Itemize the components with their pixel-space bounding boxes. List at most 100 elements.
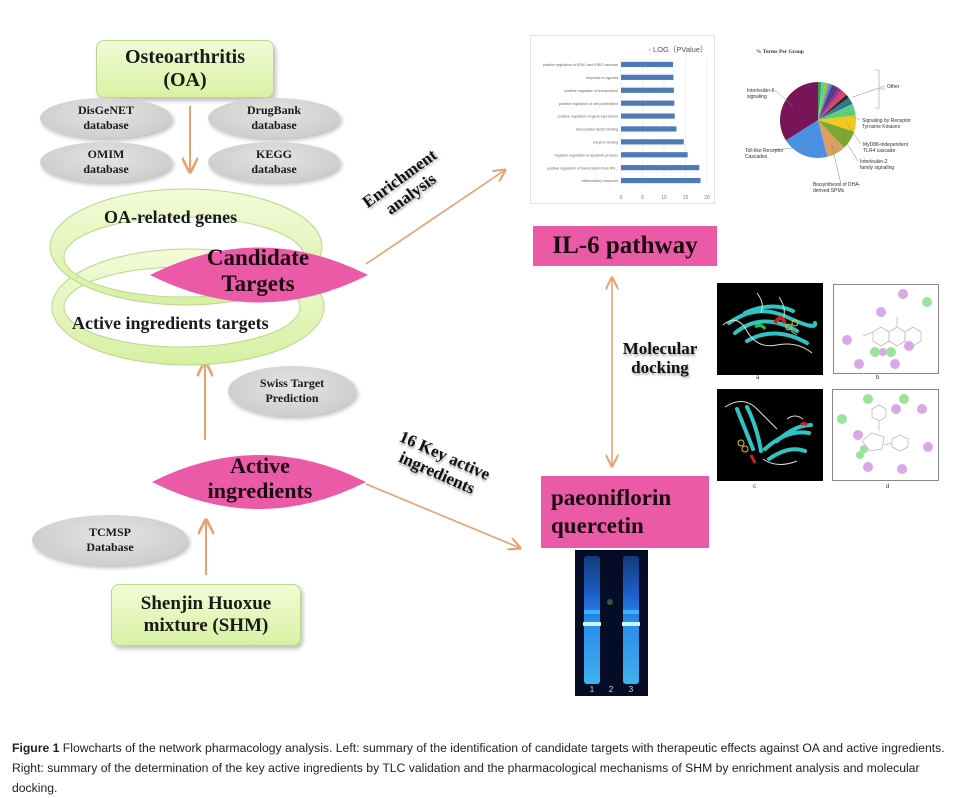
bar-chart-category-label: positive regulation of transcription	[564, 89, 618, 93]
pie-legend-label: Other	[887, 84, 900, 90]
pie-callout-line	[841, 135, 859, 162]
db-type: database	[251, 162, 297, 176]
pie-slice	[818, 94, 849, 120]
docking-label-c: c	[753, 484, 756, 490]
pie-chart-title: % Terms Per Group	[756, 49, 804, 55]
figure-label: Figure 1	[12, 741, 60, 755]
pie-slice	[818, 83, 832, 120]
bar-chart-category-label: transcription factor binding	[576, 128, 618, 132]
pie-other-bracket	[875, 69, 885, 109]
shm-line2: mixture (SHM)	[143, 615, 269, 636]
db-type: database	[251, 118, 297, 132]
bar-chart-x-tick: 10	[661, 195, 667, 201]
bar-chart-bar	[621, 74, 674, 80]
tlc-lane-label-1: 1	[590, 685, 595, 694]
tlc-lane-2-spot	[607, 599, 613, 605]
candidate-targets-shape	[150, 247, 368, 303]
pie-slice	[818, 120, 845, 157]
oa-related-genes-label: OA-related genes	[104, 207, 238, 227]
pie-slice	[818, 115, 856, 132]
tlc-lane-1	[584, 556, 600, 684]
db-name: KEGG	[255, 147, 292, 161]
pie-slice	[818, 100, 853, 120]
swiss-line1: Swiss Target	[259, 376, 325, 390]
docking-panel-c	[717, 389, 823, 481]
bar-chart-x-tick: 20	[704, 195, 710, 201]
pie-slice	[818, 87, 842, 120]
tlc-plate: 1 2 3	[575, 550, 648, 696]
bar-chart-x-tick: 0	[620, 195, 623, 201]
ingredients-line1: Active	[230, 453, 290, 478]
pie-callout-line	[852, 85, 886, 98]
pie-slice	[818, 82, 826, 120]
bar-chart-category-label: negative regulation of apoptotic process	[554, 153, 618, 157]
compound-quercetin: quercetin	[551, 513, 644, 538]
bar-chart-bar	[621, 139, 684, 145]
il6-label: IL-6 pathway	[552, 232, 698, 259]
figure-caption: Figure 1 Flowcharts of the network pharm…	[12, 738, 958, 798]
pie-slice	[780, 82, 818, 141]
pie-slice	[818, 92, 847, 120]
docking-line1: Molecular	[622, 339, 698, 358]
pie-slice	[818, 97, 851, 120]
docking-line2: docking	[631, 357, 689, 377]
bar-chart-bar	[621, 87, 674, 93]
shm-line1: Shenjin Huoxue	[140, 593, 272, 615]
bar-chart-x-tick: 5	[641, 195, 644, 201]
docking-label-d: d	[886, 484, 890, 490]
docking-panel-d	[832, 389, 939, 481]
candidate-line1: Candidate	[206, 245, 310, 270]
docking-panel-a	[717, 283, 823, 375]
active-ingredient-targets-ring	[51, 248, 325, 366]
bar-chart-bar	[621, 165, 700, 171]
bar-chart-category-label: positive regulation of gene expression	[558, 115, 618, 119]
db-type: database	[83, 162, 129, 176]
pie-callout-line	[831, 144, 842, 185]
oa-line1: Osteoarthritis	[125, 46, 245, 68]
ingredients-line2: ingredients	[207, 477, 313, 503]
docking-panel-b	[833, 284, 939, 374]
bar-chart-category-label: response to hypoxia	[586, 76, 618, 80]
tlc-lane-3	[623, 556, 639, 684]
bar-chart-category-label: positive regulation of cell proliferatio…	[559, 102, 618, 106]
pie-slice	[818, 82, 829, 120]
db-name: DisGeNET	[77, 103, 134, 117]
bar-chart-bar	[621, 113, 675, 119]
pie-slice	[785, 120, 828, 158]
bar-chart-x-tick: 15	[683, 195, 689, 201]
db-name: OMIM	[87, 147, 125, 161]
bar-chart-category-label: positive regulation of ERK1 and ERK2 cas…	[543, 63, 618, 67]
bar-chart-category-label: enzyme binding	[593, 140, 618, 144]
swiss-line2: Prediction	[265, 391, 319, 405]
pie-slice	[818, 82, 822, 120]
docking-label-b: b	[876, 375, 880, 381]
bar-chart-bar	[621, 100, 675, 106]
db-type: database	[83, 118, 129, 132]
bar-chart-bar	[621, 152, 688, 158]
active-ingredients-targets-label: Active ingredients targets	[72, 313, 269, 333]
arrow-key-ingredients	[365, 483, 520, 548]
tcmsp-line1: TCMSP	[89, 525, 131, 539]
bar-chart-bar	[621, 61, 674, 68]
bar-chart-bar	[621, 126, 677, 132]
enrichment-bar-chart: - LOG（PValue） positive regulation of ERK…	[530, 35, 715, 204]
osteoarthritis-box: Osteoarthritis(OA)	[96, 40, 274, 98]
pie-slice	[818, 84, 836, 120]
pie-slice	[818, 120, 855, 148]
pie-slice	[818, 89, 845, 120]
